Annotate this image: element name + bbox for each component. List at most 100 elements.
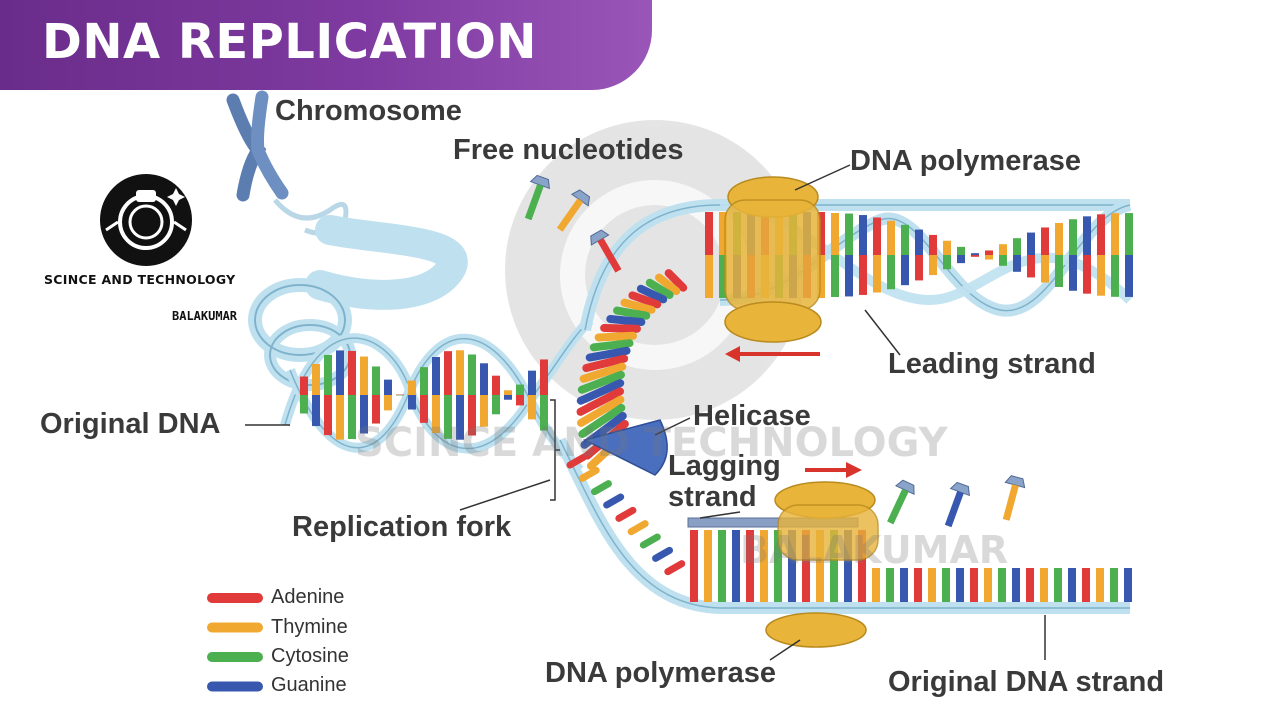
- watermark-line1: SCINCE AND TECHNOLOGY: [355, 420, 948, 466]
- direction-arrow-lagging: [805, 462, 862, 478]
- base-pair: [928, 568, 936, 602]
- base-pair: [900, 568, 908, 602]
- helicase-icon: [582, 419, 668, 476]
- base-pair: [336, 350, 344, 395]
- base-pair: [1055, 222, 1063, 255]
- base-pair: [384, 379, 392, 395]
- logo-title: SCINCE AND TECHNOLOGY: [44, 272, 236, 287]
- label-dna-polymerase-bottom: DNA polymerase: [545, 657, 777, 689]
- nucleotide-base: [556, 198, 584, 232]
- base-pair: [999, 244, 1007, 255]
- free-nucleotide: [524, 174, 550, 221]
- base-pair: [999, 255, 1007, 266]
- base-pair: [628, 291, 662, 309]
- legend-label-guanine: Guanine: [271, 674, 347, 696]
- base-pair: [348, 395, 356, 440]
- base-pair: [970, 568, 978, 602]
- base-pair: [312, 395, 320, 427]
- base-pair: [504, 395, 512, 400]
- base-pair: [957, 246, 965, 255]
- base-pair: [1013, 255, 1021, 272]
- base-pair: [468, 354, 476, 395]
- label-lagging-strand-line2: strand: [668, 481, 757, 513]
- base-pair: [516, 395, 524, 406]
- label-dna-polymerase-top: DNA polymerase: [850, 145, 1082, 177]
- original-dna-helix: [280, 316, 594, 474]
- free-nucleotides: [524, 174, 1026, 528]
- nucleotide-base: [944, 490, 964, 528]
- title-banner: DNA REPLICATION: [0, 0, 652, 90]
- base-pair: [831, 255, 839, 297]
- free-nucleotide: [887, 479, 915, 525]
- base-pair: [858, 530, 866, 602]
- base-pair: [704, 530, 712, 602]
- label-original-dna: Original DNA: [40, 408, 221, 440]
- base-pair: [746, 530, 754, 602]
- base-pair: [1041, 255, 1049, 283]
- legend: [207, 593, 263, 692]
- base-pair: [915, 255, 923, 281]
- base-pair: [817, 255, 825, 298]
- original-dna-base-pairs: [300, 350, 548, 440]
- base-pair: [873, 217, 881, 255]
- base-pair: [831, 213, 839, 255]
- base-pair: [1040, 568, 1048, 602]
- base-pair: [420, 367, 428, 395]
- base-pair: [594, 331, 637, 342]
- base-pair: [760, 530, 768, 602]
- base-pair: [984, 568, 992, 602]
- base-pair: [360, 395, 368, 434]
- base-pair: [579, 362, 627, 383]
- base-pair: [578, 466, 600, 482]
- base-pair: [600, 324, 641, 333]
- base-pair: [887, 255, 895, 290]
- base-pair: [408, 395, 416, 410]
- legend-swatch-guanine: [207, 681, 263, 692]
- base-pair: [985, 250, 993, 255]
- base-pair: [816, 530, 824, 602]
- base-pair: [480, 363, 488, 395]
- base-pair: [844, 530, 852, 602]
- base-pair: [1013, 238, 1021, 255]
- base-pair: [620, 298, 656, 314]
- base-pair: [1124, 568, 1132, 602]
- label-replication-fork: Replication fork: [292, 511, 512, 543]
- base-pair: [1125, 255, 1133, 297]
- base-pair: [432, 395, 440, 433]
- base-pair: [957, 255, 965, 264]
- base-pair: [582, 354, 629, 373]
- base-pair: [859, 255, 867, 295]
- base-pair: [859, 215, 867, 255]
- logo-subtitle: BALAKUMAR: [172, 309, 238, 323]
- logo-emblem-icon: [100, 174, 192, 266]
- base-pair: [1083, 255, 1091, 294]
- base-pair: [1069, 219, 1077, 255]
- base-pair: [845, 255, 853, 297]
- base-pair: [590, 480, 612, 496]
- base-pair: [943, 255, 951, 270]
- dna-polymerase-bottom: [765, 481, 879, 648]
- base-pair: [360, 356, 368, 395]
- nucleotide-base: [887, 488, 909, 525]
- base-pair: [300, 376, 308, 395]
- base-pair: [985, 255, 993, 260]
- base-pair: [1110, 568, 1118, 602]
- base-pair: [1027, 232, 1035, 255]
- base-pair: [1054, 568, 1062, 602]
- base-pair: [690, 530, 698, 602]
- base-pair: [1055, 255, 1063, 288]
- base-pair: [324, 395, 332, 436]
- base-pair: [732, 530, 740, 602]
- base-pair: [998, 568, 1006, 602]
- base-pair: [929, 234, 937, 255]
- base-pair: [492, 375, 500, 395]
- base-pair: [873, 255, 881, 293]
- leader-lines: [245, 164, 1046, 661]
- label-original-dna-strand: Original DNA strand: [888, 666, 1165, 698]
- legend-label-adenine: Adenine: [271, 586, 345, 608]
- base-pair: [718, 530, 726, 602]
- free-nucleotide: [590, 229, 622, 273]
- base-pair: [444, 395, 452, 439]
- base-pair: [719, 255, 727, 298]
